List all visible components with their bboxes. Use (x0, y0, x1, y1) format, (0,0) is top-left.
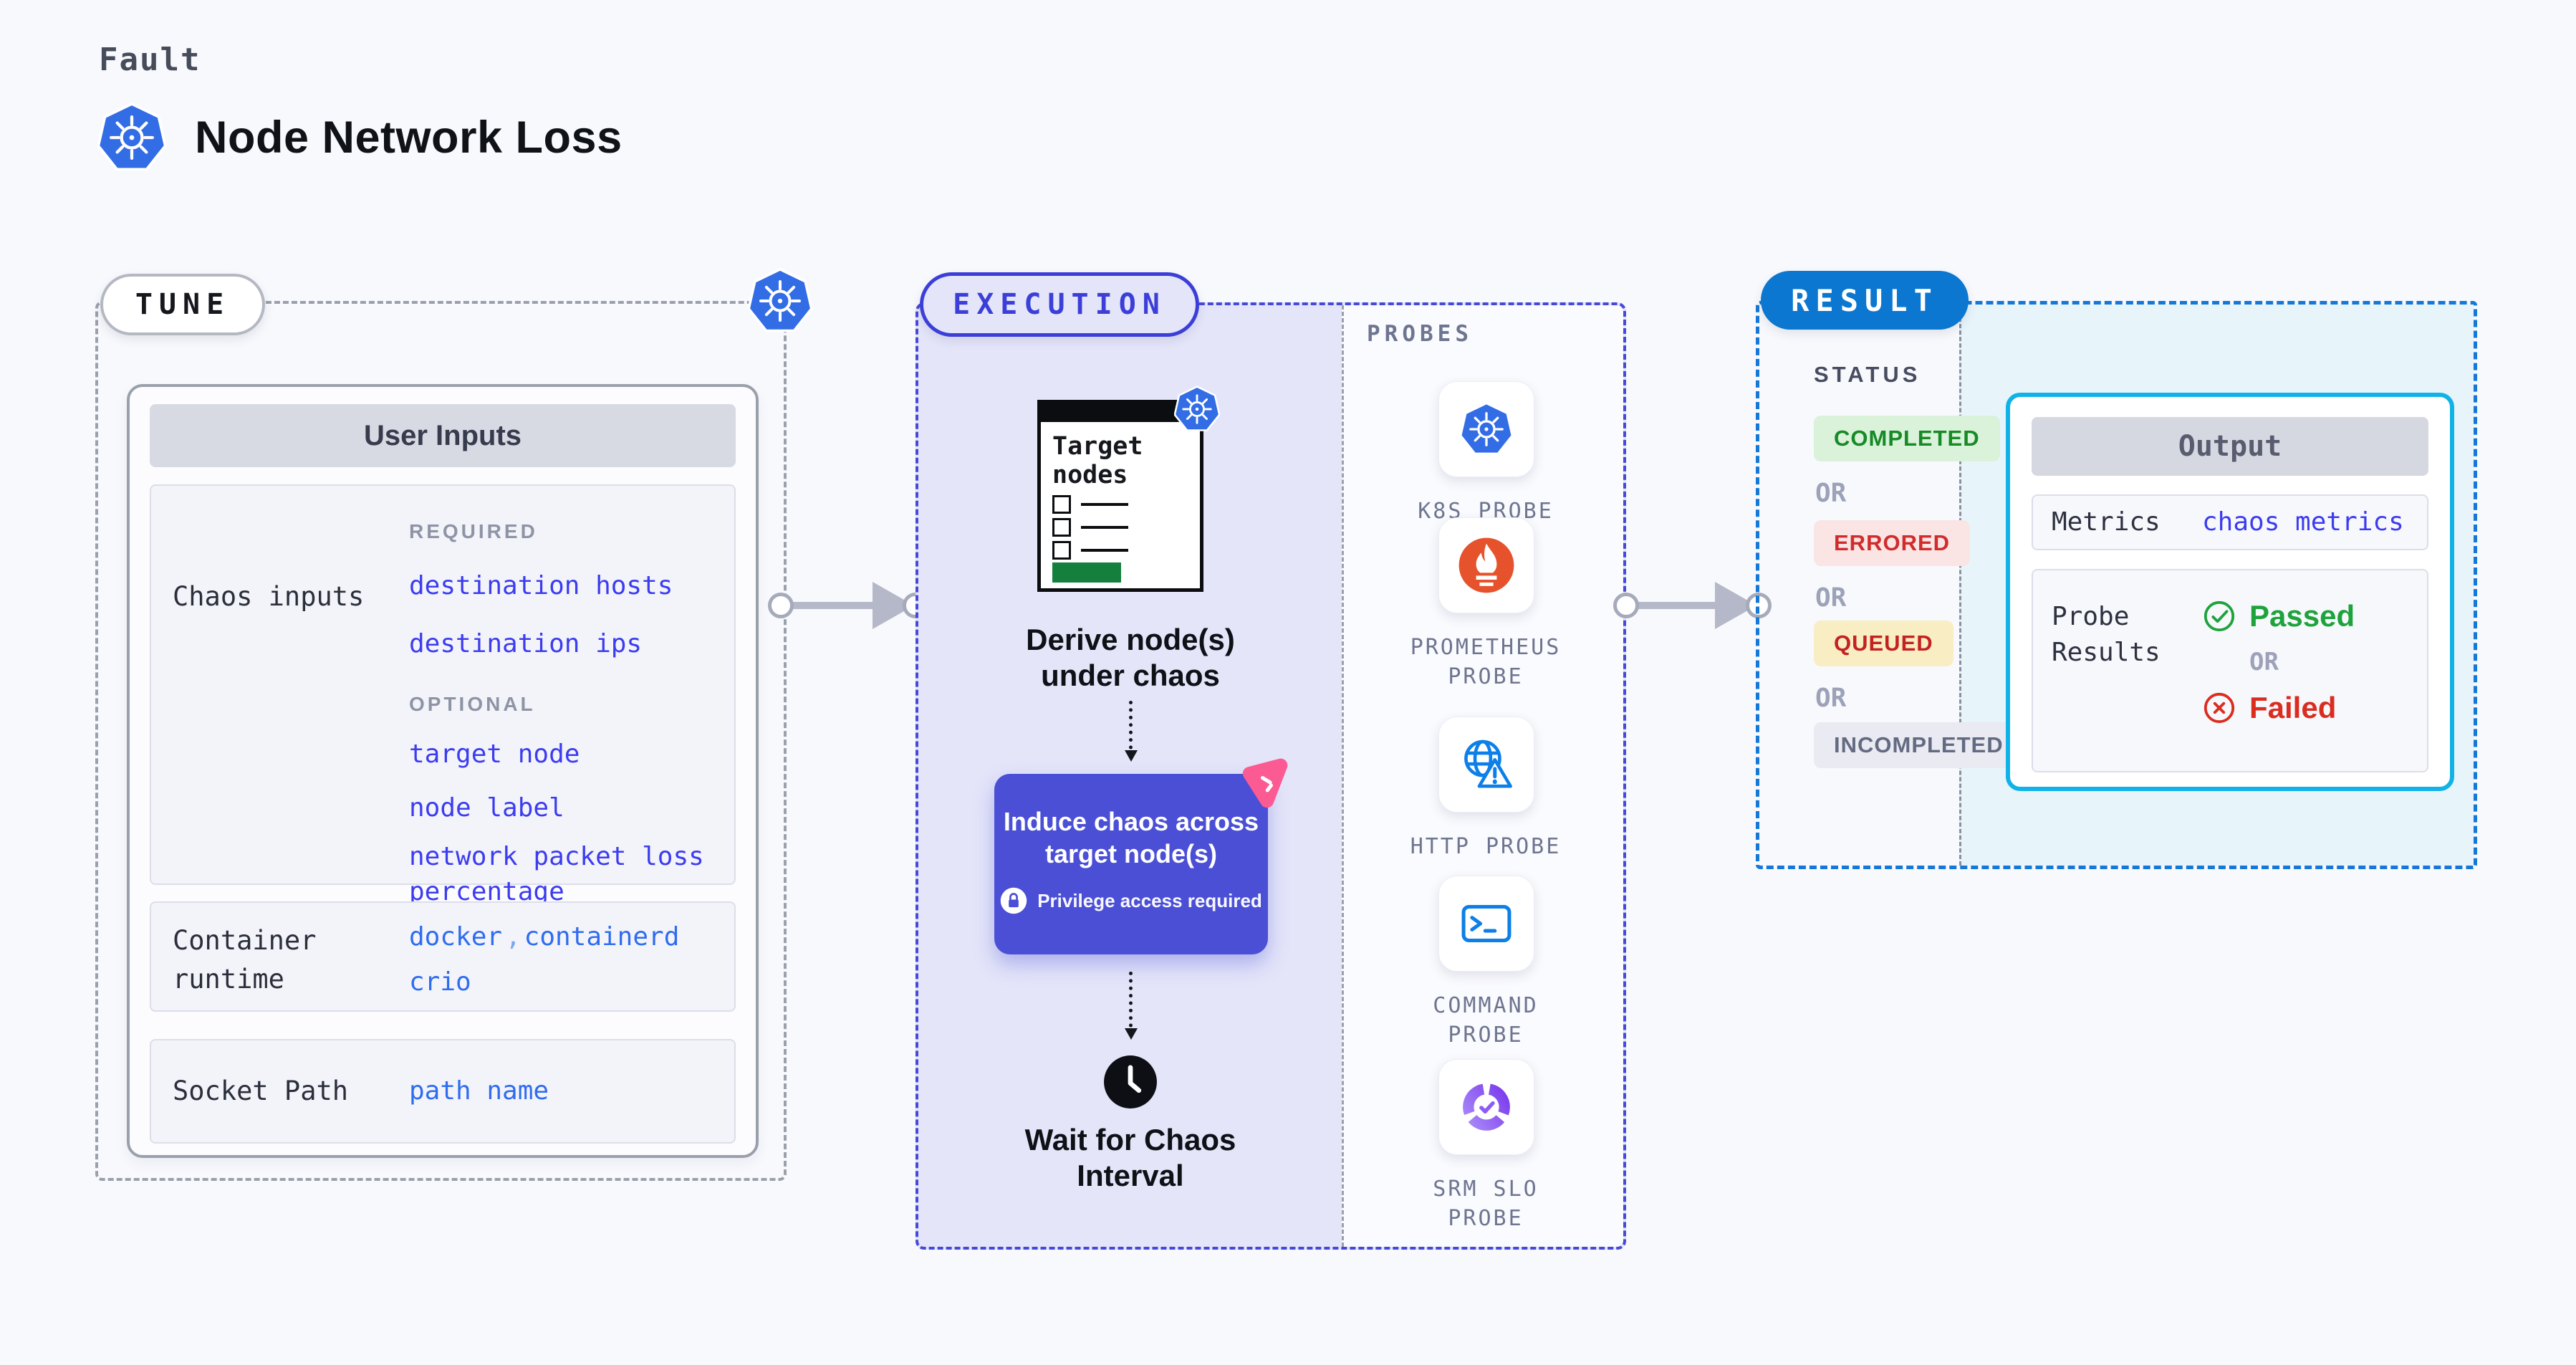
container-runtime-row: Container runtime docker , containerd cr… (150, 901, 736, 1012)
link-containerd[interactable]: containerd (524, 922, 680, 952)
link-docker[interactable]: docker (409, 922, 503, 952)
checkbox-icon (1052, 518, 1071, 537)
user-inputs-header: User Inputs (150, 404, 736, 467)
k8s-probe-card (1438, 381, 1534, 477)
or-label: OR (2249, 648, 2279, 676)
runtime-separator: , (505, 922, 522, 952)
status-title: STATUS (1814, 362, 1921, 387)
probe-results-row: Probe Results Passed OR Failed (2032, 569, 2428, 772)
passed-label: Passed (2249, 599, 2355, 633)
probe-label: SRM SLO PROBE (1433, 1177, 1539, 1231)
chaos-inputs-label: Chaos inputs (173, 581, 365, 612)
result-badge: RESULT (1761, 271, 1969, 330)
check-circle-icon (2202, 599, 2236, 633)
progress-bar (1052, 562, 1121, 583)
link-destination-ips[interactable]: destination ips (409, 628, 643, 658)
probe-label: PROMETHEUS PROBE (1410, 635, 1562, 689)
execution-to-result-arrow (1626, 602, 1718, 609)
link-network-packet-loss-percentage[interactable]: network packet loss percentage (409, 842, 704, 906)
flow-arrow-down (1125, 972, 1138, 1040)
link-target-node[interactable]: target node (409, 739, 580, 770)
window-titlebar (1041, 403, 1200, 422)
probe-label: COMMAND PROBE (1433, 993, 1539, 1048)
page-title: Node Network Loss (195, 112, 623, 163)
chaos-pinwheel-icon (1228, 745, 1297, 815)
checkbox-icon (1052, 541, 1071, 560)
socket-path-row: Socket Path path name (150, 1039, 736, 1144)
list-line (1081, 526, 1128, 529)
x-circle-icon (2202, 691, 2236, 725)
container-runtime-label: Container runtime (173, 924, 317, 995)
flow-arrow-down (1125, 701, 1138, 762)
prometheus-probe-card (1438, 517, 1534, 613)
tune-to-execution-arrow (781, 602, 875, 609)
status-badge-completed: COMPLETED (1814, 416, 2000, 461)
connector-dot (1613, 593, 1639, 618)
required-label: REQUIRED (409, 520, 538, 542)
induce-chaos-label: Induce chaos across target node(s) (1003, 807, 1259, 868)
kubernetes-icon (1174, 385, 1220, 434)
induce-chaos-box: Induce chaos across target node(s) Privi… (994, 774, 1268, 954)
target-nodes-box: Target nodes (1037, 400, 1203, 592)
socket-path-label: Socket Path (173, 1076, 349, 1107)
checkbox-icon (1052, 495, 1071, 514)
link-chaos-metrics[interactable]: chaos metrics (2202, 507, 2404, 537)
terminal-icon (1456, 894, 1517, 954)
tune-panel (95, 301, 787, 1181)
prometheus-icon (1458, 537, 1515, 594)
or-label: OR (1815, 583, 1847, 613)
output-header: Output (2032, 417, 2428, 476)
http-globe-warning-icon (1456, 734, 1517, 795)
kubernetes-icon (1460, 401, 1513, 457)
probe-results-label: Probe Results (2052, 602, 2161, 668)
or-label: OR (1815, 479, 1847, 508)
wait-step-label: Wait for Chaos Interval (1024, 1123, 1236, 1192)
link-crio[interactable]: crio (409, 967, 471, 997)
or-label: OR (1815, 684, 1847, 713)
list-line (1081, 503, 1128, 506)
user-inputs-card: User Inputs Chaos inputs REQUIRED destin… (127, 384, 759, 1158)
link-destination-hosts[interactable]: destination hosts (409, 571, 673, 600)
chaos-inputs-row: Chaos inputs REQUIRED destination hosts … (150, 484, 736, 956)
failed-label: Failed (2249, 691, 2337, 724)
derive-step-label: Derive node(s) under chaos (1026, 623, 1235, 692)
lock-icon (1000, 887, 1027, 914)
link-node-label[interactable]: node label (409, 792, 564, 823)
fault-eyebrow: Fault (99, 42, 201, 78)
slo-donut-check-icon (1454, 1075, 1519, 1139)
kubernetes-icon (97, 102, 166, 173)
optional-label: OPTIONAL (409, 693, 536, 716)
srm-slo-probe-card (1438, 1059, 1534, 1155)
status-badge-errored: ERRORED (1814, 520, 1971, 566)
metrics-row: Metrics chaos metrics (2032, 494, 2428, 550)
http-probe-card (1438, 717, 1534, 813)
status-badge-incompleted: INCOMPLETED (1814, 722, 2024, 768)
command-probe-card (1438, 876, 1534, 972)
target-nodes-title: Target nodes (1052, 432, 1143, 490)
kubernetes-icon (748, 267, 812, 335)
connector-dot (768, 593, 794, 618)
probes-title: PROBES (1367, 321, 1473, 347)
clock-icon (1100, 1052, 1160, 1112)
list-line (1081, 549, 1128, 552)
execution-badge: EXECUTION (920, 272, 1199, 337)
output-box: Output Metrics chaos metrics Probe Resul… (2006, 393, 2454, 791)
status-badge-queued: QUEUED (1814, 621, 1953, 666)
metrics-label: Metrics (2052, 507, 2161, 537)
tune-badge: TUNE (100, 274, 265, 335)
privilege-note: Privilege access required (1037, 889, 1262, 911)
link-path-name[interactable]: path name (409, 1076, 549, 1106)
probe-label: HTTP PROBE (1410, 834, 1562, 859)
